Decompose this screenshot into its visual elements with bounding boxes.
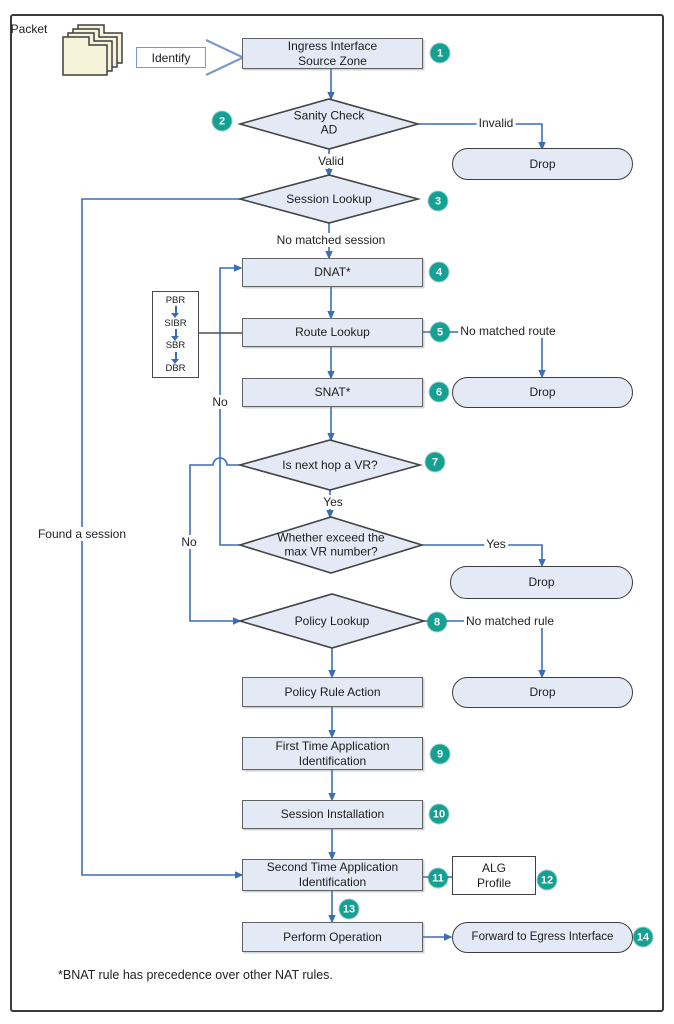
edge-label-no-matched-route: No matched route	[458, 324, 558, 338]
second-time-line2: Identification	[298, 875, 367, 889]
step-badge-14: 14	[633, 927, 653, 947]
drop-node-1: Drop	[452, 148, 633, 180]
step-badge-1: 1	[430, 43, 450, 63]
decision-sanity-check-shape	[237, 98, 421, 150]
decision-session-lookup: Session Lookup	[286, 192, 371, 206]
edge-exceed-yes-to-drop3	[422, 544, 546, 568]
step-badge-7: 7	[425, 452, 445, 472]
flow-node-first-time-app: First Time Application Identification	[242, 737, 423, 770]
decision-next-hop-vr: Is next hop a VR?	[282, 458, 377, 472]
edge-vr-no-to-policy	[189, 457, 242, 625]
drop4-label: Drop	[529, 685, 556, 699]
flow-node-route-lookup: Route Lookup	[242, 318, 423, 347]
flow-node-policy-rule-action: Policy Rule Action	[242, 677, 423, 707]
edge-label-invalid: Invalid	[476, 116, 516, 130]
step-badge-12: 12	[537, 870, 557, 890]
identify-arrow: Identify	[136, 47, 206, 68]
snat-label: SNAT*	[314, 385, 351, 399]
drop-node-4: Drop	[452, 677, 633, 708]
step-badge-10: 10	[429, 804, 449, 824]
flow-node-ingress: Ingress Interface Source Zone	[242, 38, 423, 69]
drop-node-3: Drop	[450, 566, 633, 599]
flow-node-alg-profile: ALG Profile	[452, 856, 536, 895]
policy-lookup-label: Policy Lookup	[294, 613, 370, 628]
session-lookup-label: Session Lookup	[286, 191, 372, 206]
decision-exceed-vr-shape	[237, 516, 425, 574]
alg-line1: ALG	[481, 860, 506, 875]
first-time-line2: Identification	[298, 753, 367, 768]
step-badge-8: 8	[427, 612, 447, 632]
route-lookup-label: Route Lookup	[295, 325, 370, 339]
first-time-line1: First Time Application	[275, 738, 390, 753]
step-badge-6: 6	[429, 382, 449, 402]
step-badge-5: 5	[430, 322, 450, 342]
routing-priority-box: PBR SIBR SBR DBR	[152, 291, 199, 378]
step-badge-9: 9	[430, 744, 450, 764]
forward-egress-label: Forward to Egress Interface	[471, 931, 614, 944]
decision-session-lookup-shape	[236, 174, 422, 224]
alg-line2: Profile	[476, 875, 511, 890]
packet-label: Packet	[10, 22, 48, 36]
sanity-line2: AD	[320, 123, 338, 137]
exceed-vr-line1: Whether exceed the	[277, 530, 385, 545]
down-arrow-icon	[171, 306, 179, 319]
decision-policy-lookup: Policy Lookup	[295, 614, 370, 628]
edge-sanity-invalid-to-drop1	[418, 123, 546, 151]
dnat-label: DNAT*	[314, 265, 351, 279]
step-badge-3: 3	[428, 191, 448, 211]
flow-node-dnat: DNAT*	[242, 258, 423, 287]
edge-label-valid: Valid	[316, 154, 346, 168]
flow-node-perform-operation: Perform Operation	[242, 922, 423, 952]
decision-exceed-vr: Whether exceed the max VR number?	[277, 531, 384, 560]
decision-policy-lookup-shape	[237, 593, 427, 649]
packet-icon	[62, 24, 128, 78]
step-badge-2: 2	[212, 111, 232, 131]
step-badge-4: 4	[429, 262, 449, 282]
decision-sanity-check: Sanity Check AD	[294, 109, 365, 138]
drop2-label: Drop	[529, 385, 556, 399]
drop-node-2: Drop	[452, 377, 633, 408]
drop3-label: Drop	[528, 575, 555, 589]
sanity-line1: Sanity Check	[293, 108, 365, 123]
ingress-line1: Ingress Interface	[287, 38, 378, 53]
identify-label: Identify	[151, 50, 191, 65]
edge-label-no-matched-rule: No matched rule	[463, 614, 557, 628]
routing-item-sibr: SIBR	[164, 317, 187, 329]
next-hop-vr-label: Is next hop a VR?	[282, 457, 378, 472]
routing-item-dbr: DBR	[165, 362, 186, 374]
policy-rule-action-label: Policy Rule Action	[284, 684, 381, 699]
step-badge-13: 13	[339, 899, 359, 919]
drop1-label: Drop	[529, 156, 556, 171]
step-badge-11: 11	[428, 868, 448, 888]
exceed-vr-line2: max VR number?	[284, 545, 378, 559]
ingress-line2: Source Zone	[298, 53, 367, 68]
second-time-line1: Second Time Application	[266, 860, 399, 874]
routing-item-sbr: SBR	[165, 340, 186, 352]
flow-node-snat: SNAT*	[242, 378, 423, 407]
decision-next-hop-vr-shape	[237, 439, 423, 491]
edge-label-no-to-policy: No	[179, 535, 199, 549]
down-arrow-icon	[171, 351, 179, 364]
session-installation-label: Session Installation	[280, 807, 385, 821]
down-arrow-icon	[171, 328, 179, 341]
flow-node-second-time-app: Second Time Application Identification	[242, 859, 423, 891]
footnote: *BNAT rule has precedence over other NAT…	[58, 968, 333, 982]
edge-label-yes-exceed: Yes	[484, 537, 508, 551]
flow-node-forward-egress: Forward to Egress Interface	[452, 922, 633, 953]
edge-label-no-back-to-dnat: No	[210, 395, 230, 409]
identify-arrowhead-icon	[205, 39, 246, 76]
edge-label-found-session: Found a session	[35, 527, 129, 541]
edge-label-yes-vr: Yes	[321, 495, 345, 509]
flow-node-session-installation: Session Installation	[242, 800, 423, 829]
perform-operation-label: Perform Operation	[283, 929, 382, 944]
edge-label-no-matched-session: No matched session	[274, 233, 388, 247]
routing-item-pbr: PBR	[165, 295, 186, 306]
